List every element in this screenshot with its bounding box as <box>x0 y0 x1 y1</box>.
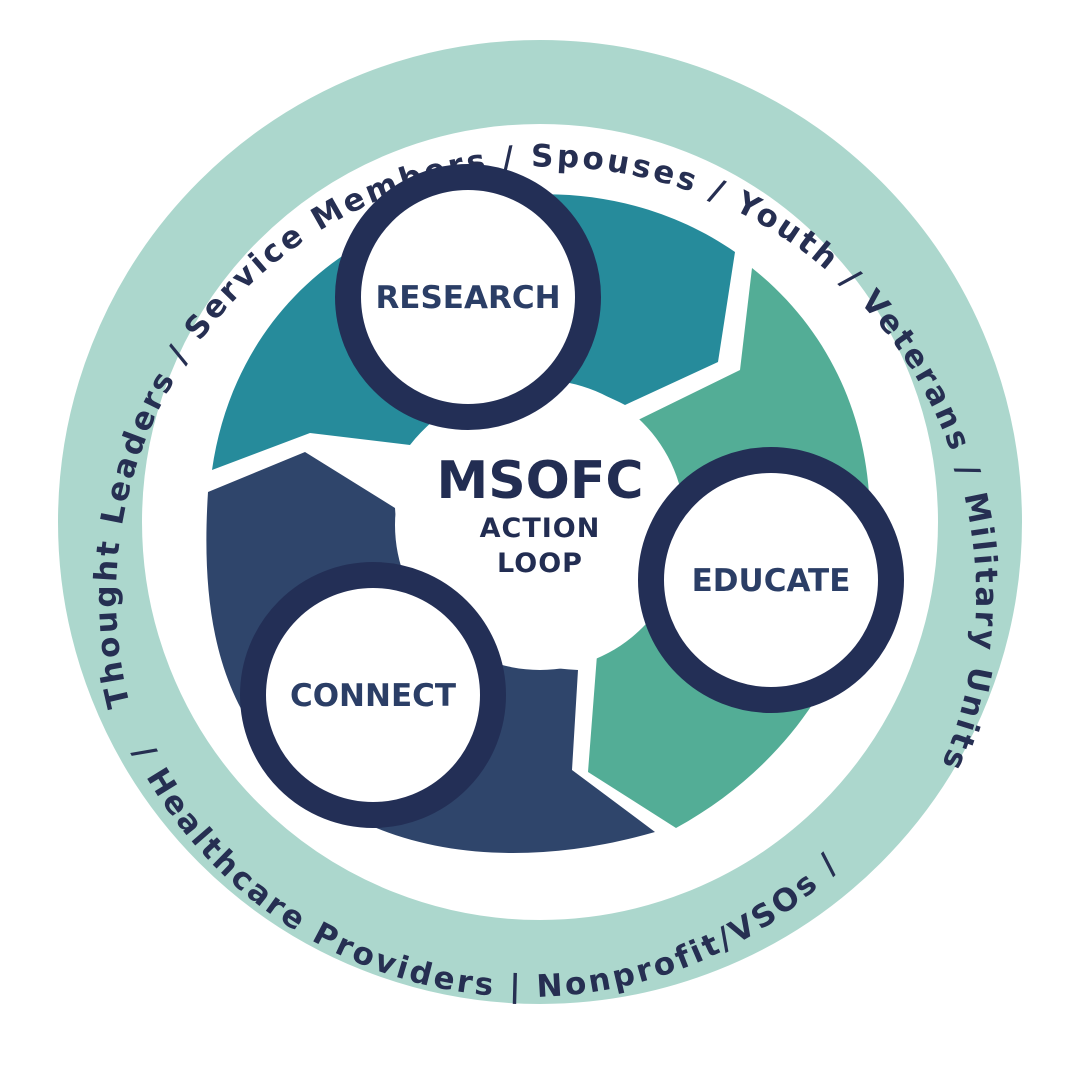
node-educate-label: EDUCATE <box>692 563 851 599</box>
center-subtitle-line1: ACTION <box>480 513 601 544</box>
center-subtitle-line2: LOOP <box>497 548 583 579</box>
node-connect-circle <box>240 562 506 828</box>
outer-ring <box>58 40 1022 1004</box>
center-title: MSOFC <box>436 451 643 511</box>
node-research-label: RESEARCH <box>375 280 560 316</box>
node-educate: EDUCATE <box>638 447 904 713</box>
node-connect: CONNECT <box>240 562 506 828</box>
node-research: RESEARCH <box>335 164 601 430</box>
node-connect-label: CONNECT <box>290 678 456 714</box>
center-hub <box>395 380 685 670</box>
node-research-circle <box>335 164 601 430</box>
node-educate-circle <box>638 447 904 713</box>
